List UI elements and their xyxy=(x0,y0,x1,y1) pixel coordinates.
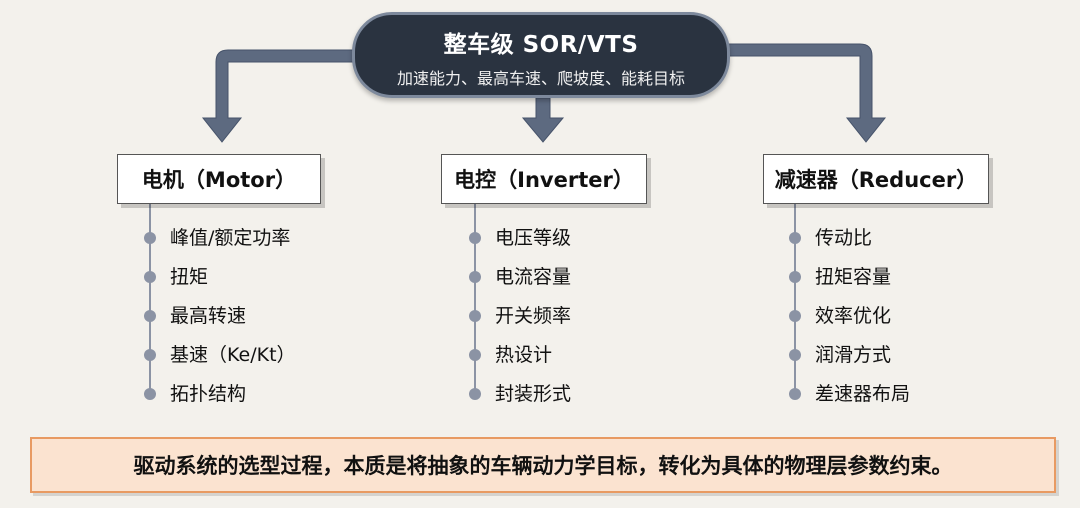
reducer-item: 润滑方式 xyxy=(789,343,892,367)
bullet-dot xyxy=(789,271,801,283)
inverter-item-label: 封装形式 xyxy=(495,383,572,405)
reducer-item-label: 效率优化 xyxy=(815,305,892,327)
motor-item-label: 峰值/额定功率 xyxy=(170,227,291,249)
arrow-to-inverter xyxy=(521,97,565,143)
inverter-item: 热设计 xyxy=(469,343,553,367)
motor-item-label: 扭矩 xyxy=(170,266,209,288)
reducer-item-label: 差速器布局 xyxy=(815,383,911,405)
inverter-header: 电控（Inverter） xyxy=(441,154,647,204)
motor-item: 扭矩 xyxy=(144,265,209,289)
motor-item: 拓扑结构 xyxy=(144,382,247,406)
inverter-item-label: 电压等级 xyxy=(495,227,572,249)
arrow-to-motor xyxy=(201,49,357,143)
bullet-dot xyxy=(469,349,481,361)
inverter-item-label: 热设计 xyxy=(495,344,553,366)
reducer-item: 效率优化 xyxy=(789,304,892,328)
motor-header: 电机（Motor） xyxy=(117,154,321,204)
inverter-item: 封装形式 xyxy=(469,382,572,406)
bullet-dot xyxy=(789,388,801,400)
top-node-subtitle: 加速能力、最高车速、爬坡度、能耗目标 xyxy=(396,69,685,88)
reducer-item: 传动比 xyxy=(789,226,873,250)
reducer-item-label: 传动比 xyxy=(815,227,873,249)
bullet-dot xyxy=(144,271,156,283)
motor-item: 峰值/额定功率 xyxy=(144,226,291,250)
reducer-item-label: 扭矩容量 xyxy=(815,266,892,288)
bullet-dot xyxy=(469,271,481,283)
motor-item-label: 最高转速 xyxy=(170,305,247,327)
conclusion-banner: 驱动系统的选型过程，本质是将抽象的车辆动力学目标，转化为具体的物理层参数约束。 xyxy=(30,437,1056,493)
motor-item: 基速（Ke/Kt） xyxy=(144,343,296,367)
reducer-item: 扭矩容量 xyxy=(789,265,892,289)
reducer-item-label: 润滑方式 xyxy=(815,344,892,366)
bullet-dot xyxy=(789,232,801,244)
bullet-dot xyxy=(144,388,156,400)
bullet-dot xyxy=(144,232,156,244)
bullet-dot xyxy=(144,310,156,322)
reducer-header: 减速器（Reducer） xyxy=(763,154,989,204)
inverter-item-label: 开关频率 xyxy=(495,305,572,327)
inverter-item: 电流容量 xyxy=(469,265,572,289)
bullet-dot xyxy=(469,388,481,400)
motor-item-label: 拓扑结构 xyxy=(170,383,247,405)
reducer-item: 差速器布局 xyxy=(789,382,911,406)
motor-item-label: 基速（Ke/Kt） xyxy=(170,344,296,366)
bullet-dot xyxy=(144,349,156,361)
arrow-to-reducer xyxy=(725,43,887,143)
vehicle-level-target-node: 整车级 SOR/VTS 加速能力、最高车速、爬坡度、能耗目标 xyxy=(352,12,730,98)
bullet-dot xyxy=(469,232,481,244)
inverter-item: 开关频率 xyxy=(469,304,572,328)
inverter-item: 电压等级 xyxy=(469,226,572,250)
bullet-dot xyxy=(469,310,481,322)
motor-item: 最高转速 xyxy=(144,304,247,328)
inverter-item-label: 电流容量 xyxy=(495,266,572,288)
top-node-title: 整车级 SOR/VTS xyxy=(443,32,639,58)
bullet-dot xyxy=(789,310,801,322)
bullet-dot xyxy=(789,349,801,361)
